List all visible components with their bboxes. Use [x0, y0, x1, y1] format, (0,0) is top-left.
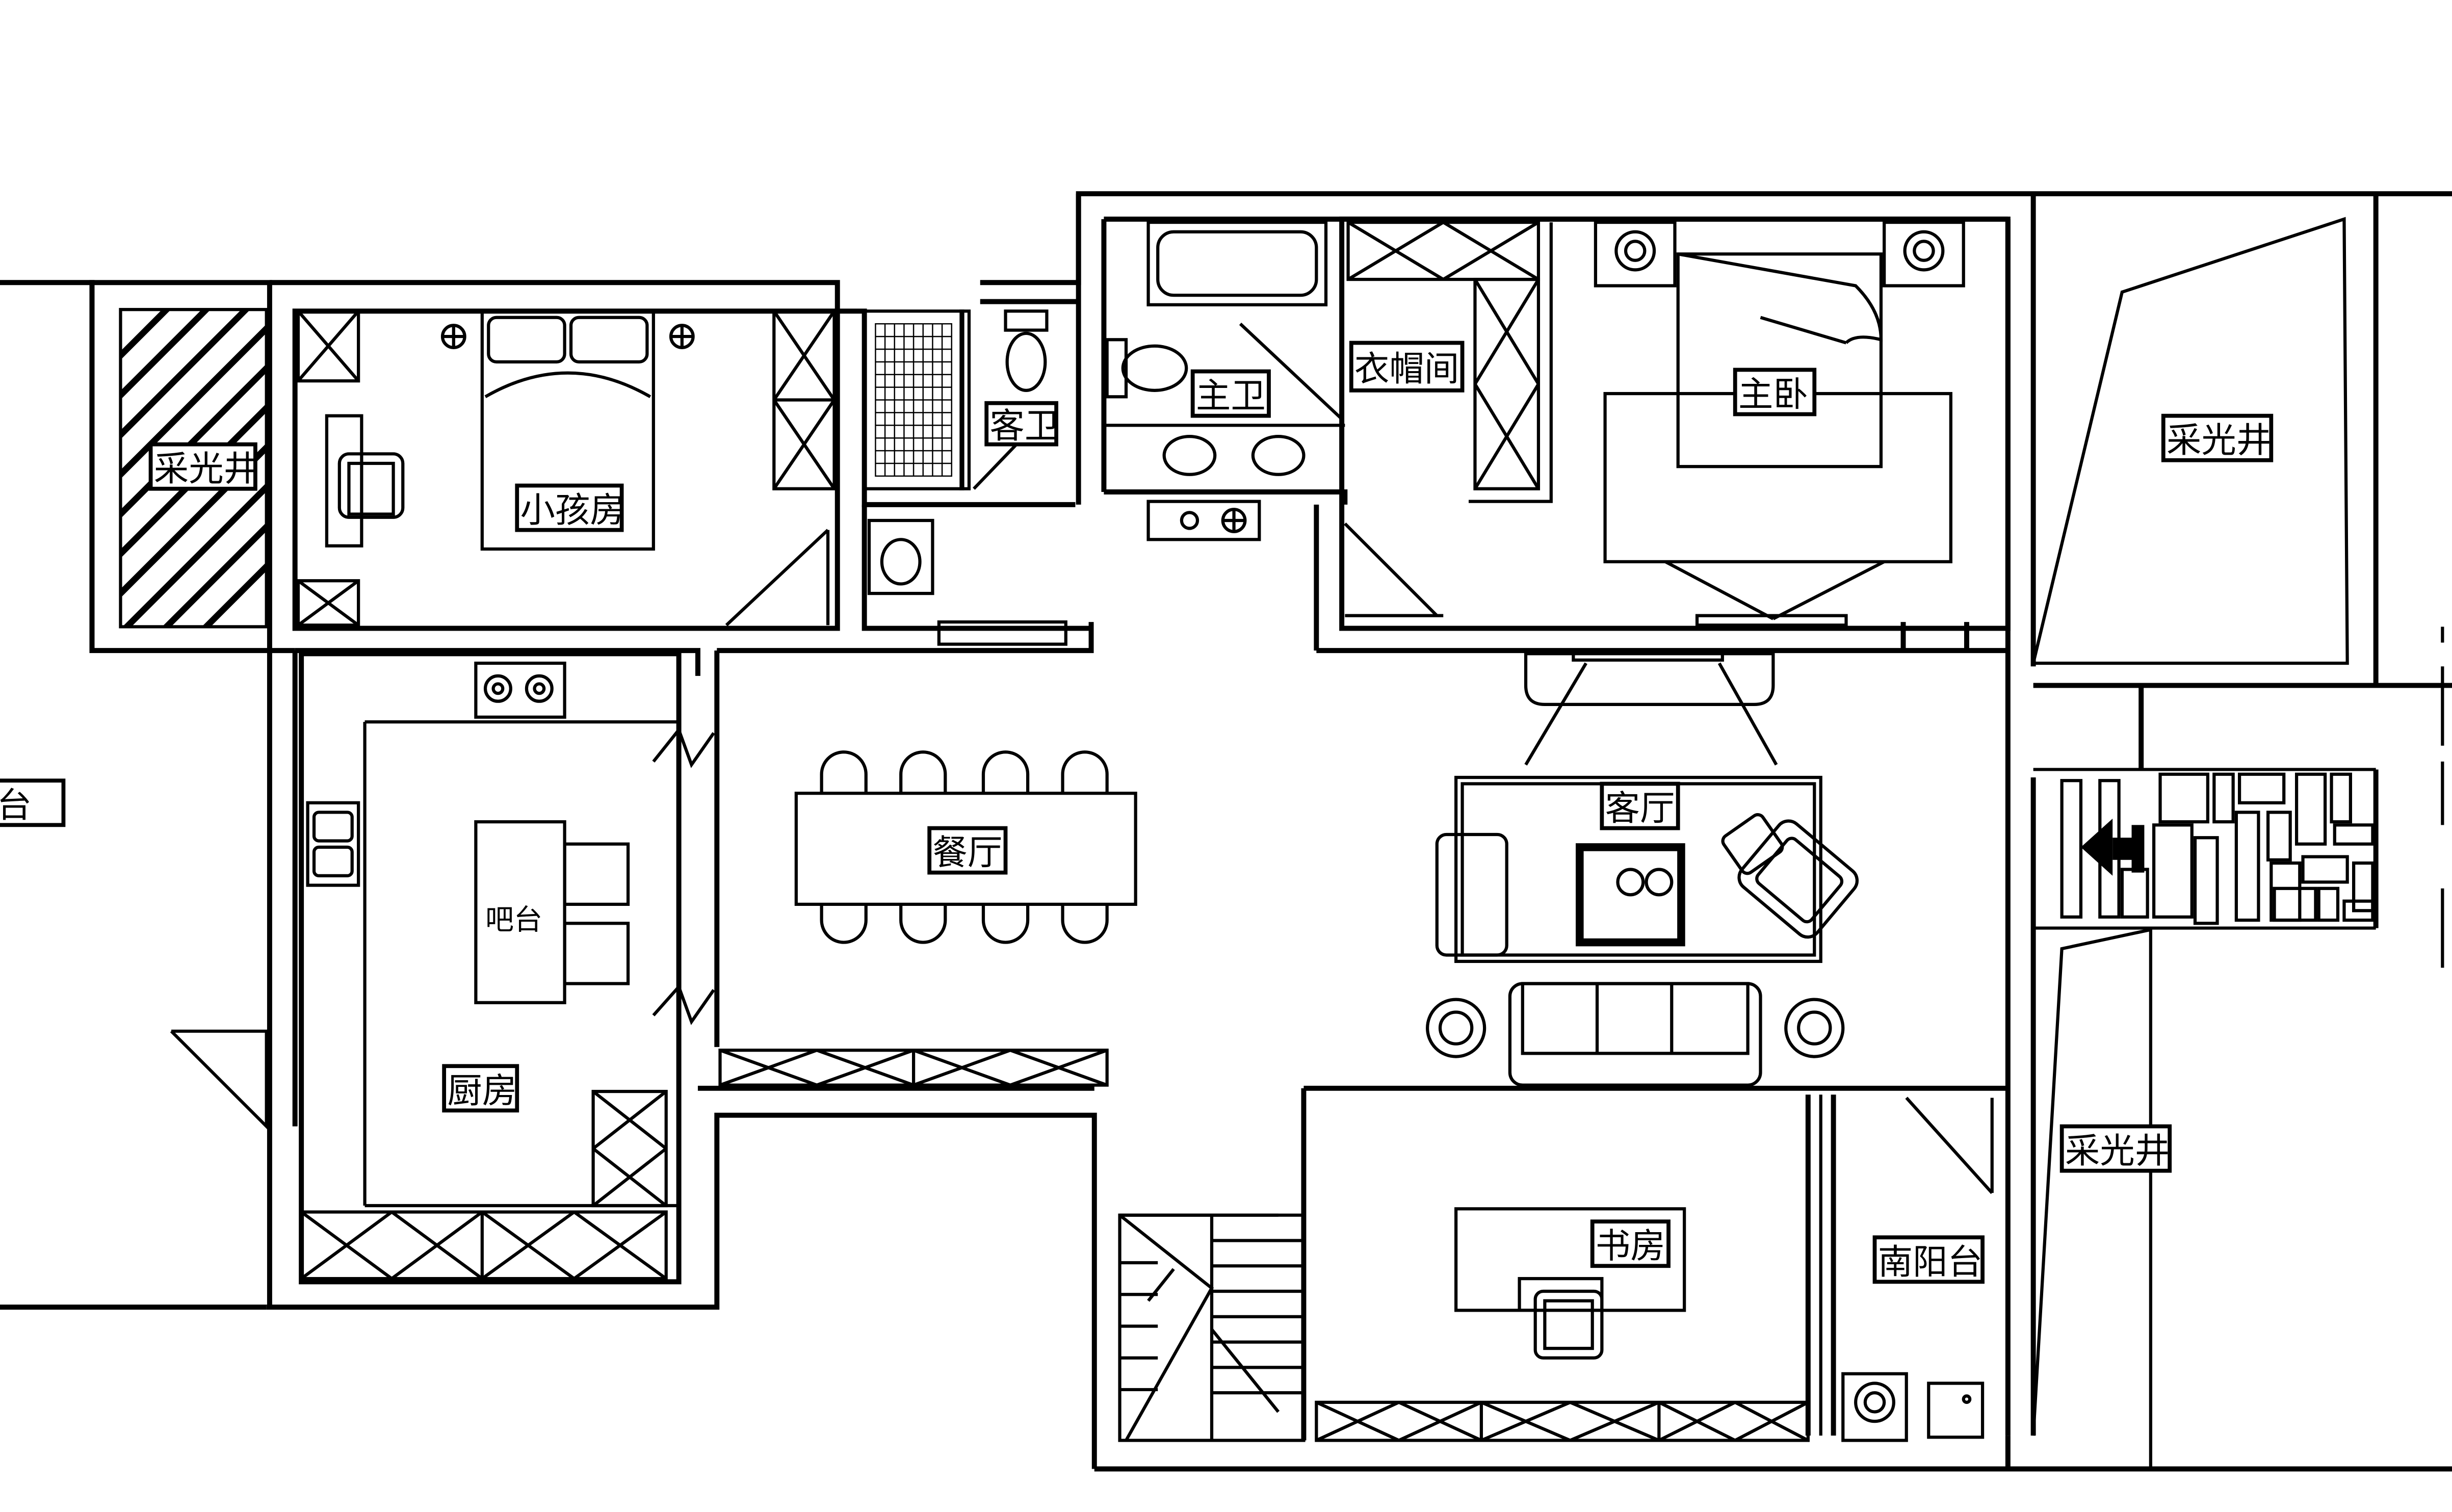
stairs — [1118, 1213, 1304, 1442]
room-label-kitchen: 厨房 — [447, 1071, 517, 1111]
kids-room: 小孩房 — [296, 309, 836, 627]
west-balcony: 阳台 — [0, 778, 66, 827]
master-bath: 主卫 — [1104, 220, 1345, 541]
study: 书房 — [1315, 1207, 1810, 1442]
kitchen: 吧台 厨房 — [170, 661, 715, 1281]
room-label-study: 书房 — [1596, 1226, 1665, 1267]
room-label-master-bath: 主卫 — [1196, 376, 1266, 416]
room-label-skylight-west: 采光井 — [154, 449, 258, 489]
room-label-master-bedroom: 主卧 — [1738, 374, 1808, 415]
room-label-kitchen-bar: 吧台 — [485, 904, 542, 937]
room-label-living-room: 客厅 — [1605, 788, 1675, 829]
room-label-dining-room: 餐厅 — [932, 832, 1002, 873]
room-label-kids-room: 小孩房 — [520, 490, 624, 531]
room-label-south-balcony: 南阳台 — [1878, 1242, 1983, 1283]
cloakroom: 衣帽间 — [1344, 220, 1553, 617]
skylight-west: 采光井 — [119, 308, 268, 629]
room-label-skylight-east-top: 采光井 — [2167, 420, 2271, 461]
shower-grid — [875, 323, 952, 477]
master-bedroom: 主卧 — [1594, 220, 1965, 627]
east-skylight-zone: 采光井 采光井 — [2059, 413, 2375, 1173]
room-label-guest-bath: 客卫 — [989, 406, 1059, 447]
living-room: 客厅 — [1426, 648, 1859, 1087]
guest-bath: 客卫 — [863, 309, 1059, 595]
south-balcony: 南阳台 — [1841, 1097, 1994, 1442]
dining-room: 餐厅 — [718, 750, 1137, 1087]
room-label-cloakroom: 衣帽间 — [1354, 349, 1459, 389]
room-label-skylight-east-bottom: 采光井 — [2065, 1131, 2170, 1171]
room-label-west-balcony: 阳台 — [0, 785, 32, 826]
